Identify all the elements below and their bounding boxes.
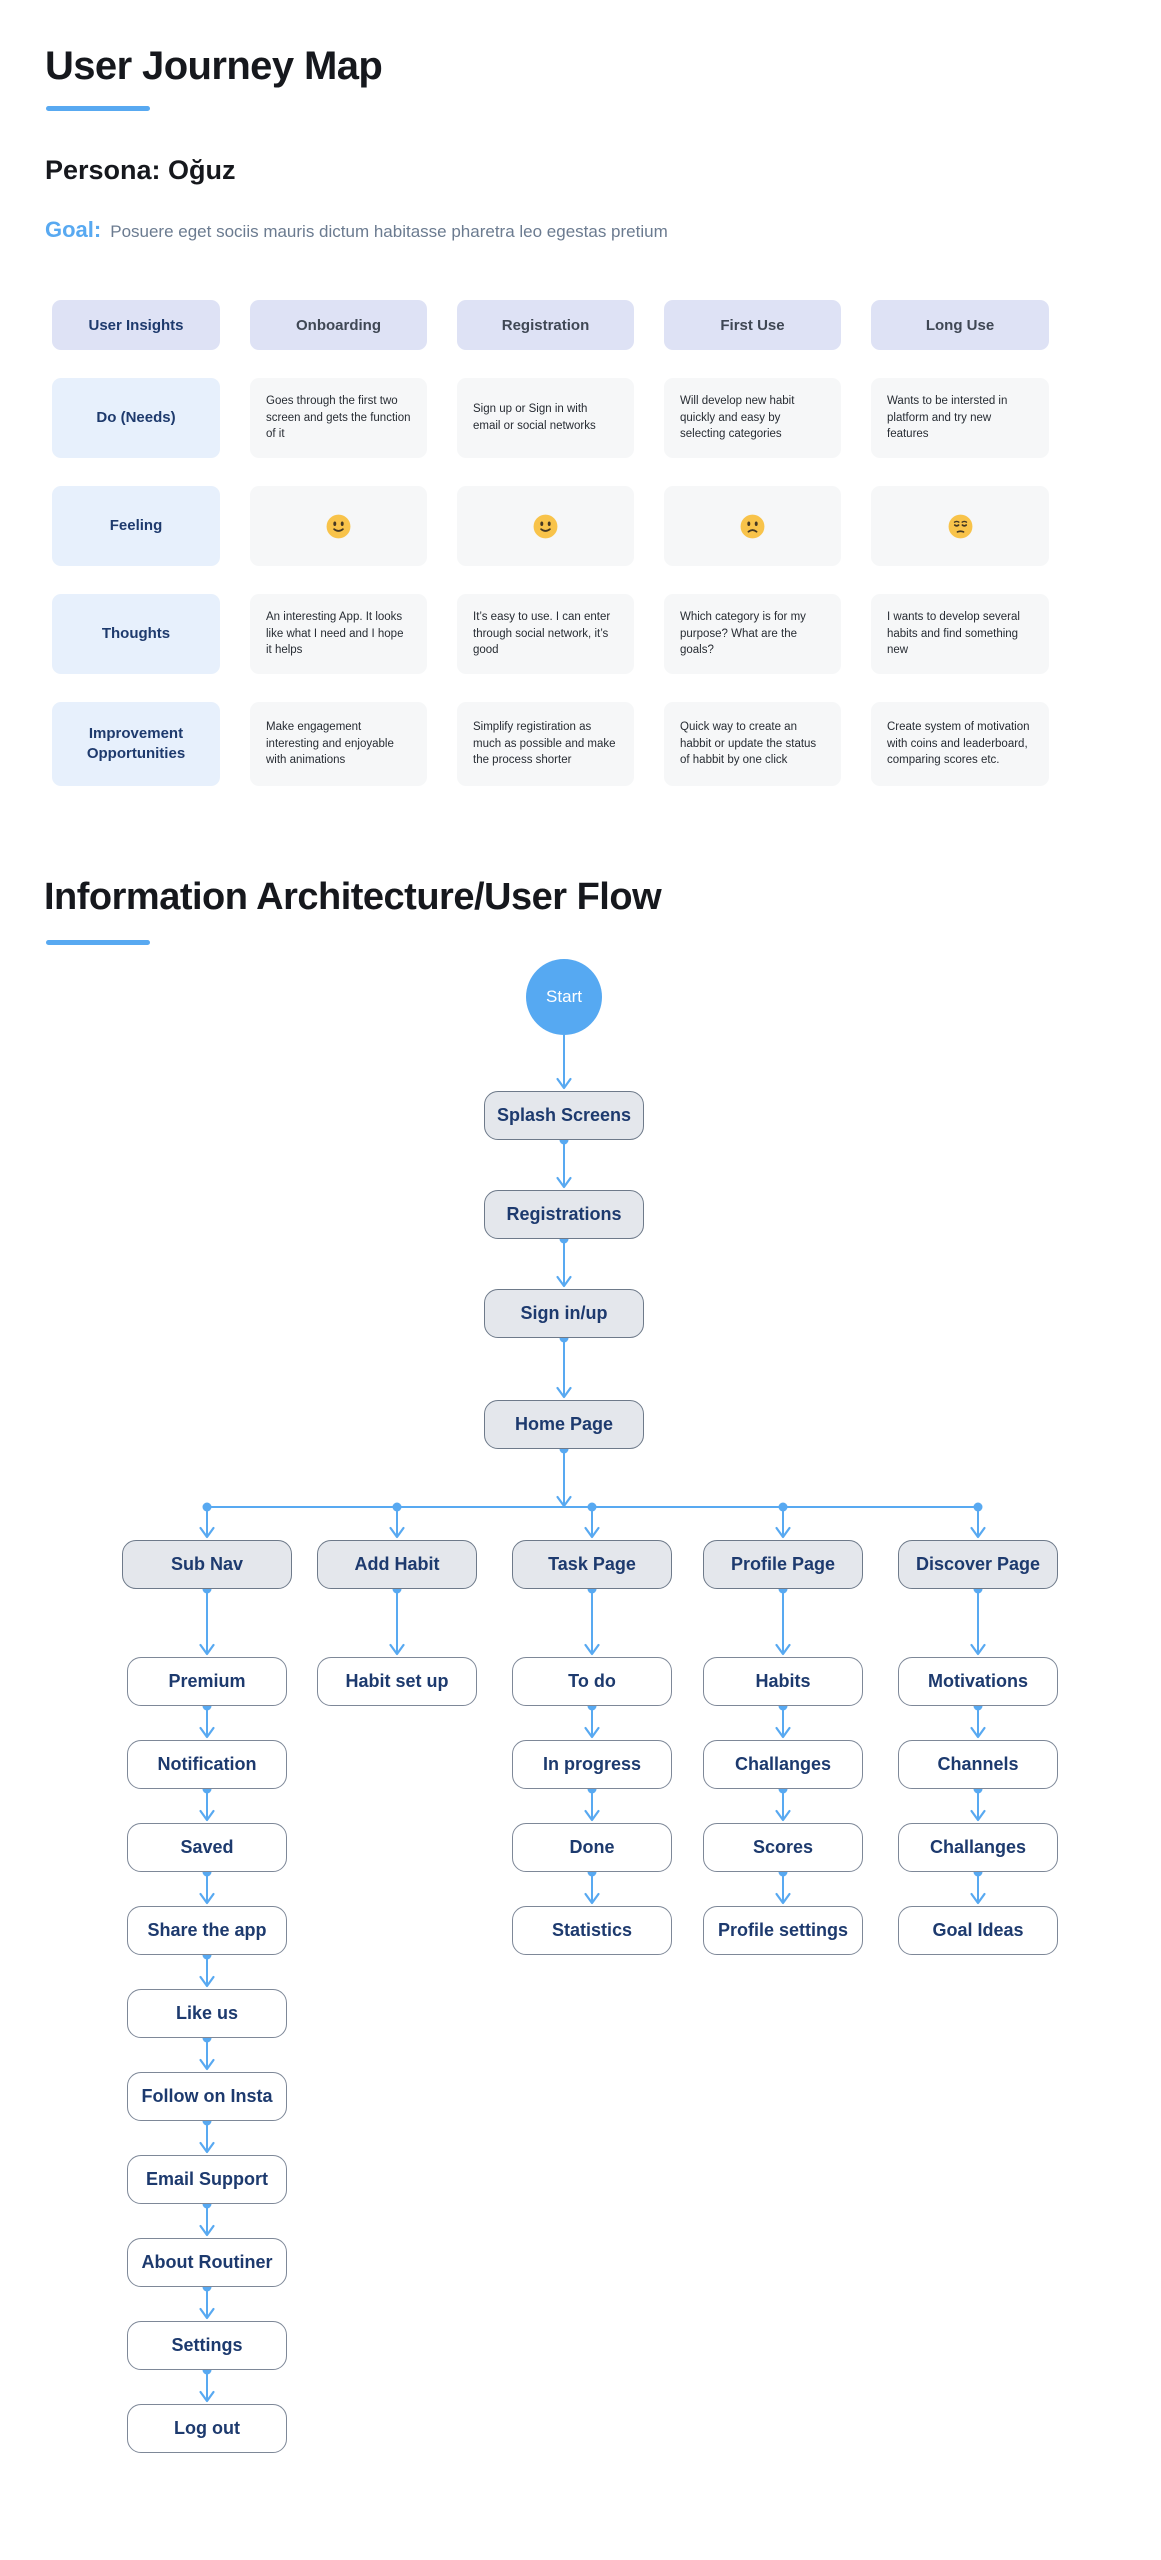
journey-row-label-feeling: Feeling <box>52 486 220 566</box>
title-underline <box>46 106 150 111</box>
flow-node-home-page: Home Page <box>484 1400 644 1449</box>
flow-node-sign-in-up: Sign in/up <box>484 1289 644 1338</box>
journey-map-table: User Insights Onboarding Registration Fi… <box>52 300 1049 786</box>
flow-node-to-do: To do <box>512 1657 672 1706</box>
flow-node-task-page: Task Page <box>512 1540 672 1589</box>
journey-cell-improvement-registration: Simplify registiration as much as possib… <box>457 702 634 786</box>
persona-heading: Persona: Oğuz <box>45 155 236 185</box>
flow-node-habits: Habits <box>703 1657 863 1706</box>
flow-node-like-us: Like us <box>127 1989 287 2038</box>
journey-cell-thoughts-registration: It’s easy to use. I can enter through so… <box>457 594 634 674</box>
journey-header-user-insights: User Insights <box>52 300 220 350</box>
emoji-pensive-icon <box>871 486 1049 566</box>
flow-node-notification: Notification <box>127 1740 287 1789</box>
section2-underline <box>46 940 150 945</box>
journey-cell-do-onboarding: Goes through the first two screen and ge… <box>250 378 427 458</box>
flow-node-follow-on-insta: Follow on Insta <box>127 2072 287 2121</box>
flow-node-challanges-profile: Challanges <box>703 1740 863 1789</box>
flow-node-email-support: Email Support <box>127 2155 287 2204</box>
goal-label: Goal: <box>45 217 102 242</box>
flow-node-premium: Premium <box>127 1657 287 1706</box>
goal-text: Posuere eget sociis mauris dictum habita… <box>110 222 668 241</box>
goal-line: Goal: Posuere eget sociis mauris dictum … <box>45 217 668 243</box>
emoji-slightly-smiling-icon <box>457 486 634 566</box>
flow-node-settings: Settings <box>127 2321 287 2370</box>
flow-node-motivations: Motivations <box>898 1657 1058 1706</box>
journey-header-long-use: Long Use <box>871 300 1049 350</box>
journey-cell-do-long-use: Wants to be intersted in platform and tr… <box>871 378 1049 458</box>
flow-node-challanges-discover: Challanges <box>898 1823 1058 1872</box>
journey-cell-improvement-first-use: Quick way to create an habbit or update … <box>664 702 841 786</box>
flow-node-sub-nav: Sub Nav <box>122 1540 292 1589</box>
journey-cell-thoughts-first-use: Which category is for my purpose? What a… <box>664 594 841 674</box>
section2-title: Information Architecture/User Flow <box>44 876 662 918</box>
journey-row-label-thoughts: Thoughts <box>52 594 220 674</box>
journey-cell-improvement-onboarding: Make engagement interesting and enjoyabl… <box>250 702 427 786</box>
flow-node-scores: Scores <box>703 1823 863 1872</box>
flow-node-splash-screens: Splash Screens <box>484 1091 644 1140</box>
flow-node-done: Done <box>512 1823 672 1872</box>
flow-node-saved: Saved <box>127 1823 287 1872</box>
flow-node-habit-set-up: Habit set up <box>317 1657 477 1706</box>
flow-node-statistics: Statistics <box>512 1906 672 1955</box>
page-title: User Journey Map <box>45 44 383 88</box>
emoji-frowning-icon <box>664 486 841 566</box>
flow-node-registrations: Registrations <box>484 1190 644 1239</box>
journey-header-first-use: First Use <box>664 300 841 350</box>
journey-header-registration: Registration <box>457 300 634 350</box>
user-flow-diagram: Start Splash Screens Registrations Sign … <box>0 940 1161 2560</box>
flow-node-add-habit: Add Habit <box>317 1540 477 1589</box>
flow-node-discover-page: Discover Page <box>898 1540 1058 1589</box>
journey-cell-thoughts-onboarding: An interesting App. It looks like what I… <box>250 594 427 674</box>
flow-node-channels: Channels <box>898 1740 1058 1789</box>
flow-node-share-the-app: Share the app <box>127 1906 287 1955</box>
flow-node-in-progress: In progress <box>512 1740 672 1789</box>
journey-cell-improvement-long-use: Create system of motivation with coins a… <box>871 702 1049 786</box>
flow-node-profile-settings: Profile settings <box>703 1906 863 1955</box>
journey-cell-do-registration: Sign up or Sign in with email or social … <box>457 378 634 458</box>
flow-node-goal-ideas: Goal Ideas <box>898 1906 1058 1955</box>
emoji-slightly-smiling-icon <box>250 486 427 566</box>
journey-cell-thoughts-long-use: I wants to develop several habits and fi… <box>871 594 1049 674</box>
flow-node-profile-page: Profile Page <box>703 1540 863 1589</box>
flow-node-log-out: Log out <box>127 2404 287 2453</box>
journey-header-onboarding: Onboarding <box>250 300 427 350</box>
journey-row-label-do-needs: Do (Needs) <box>52 378 220 458</box>
flow-node-about-routiner: About Routiner <box>127 2238 287 2287</box>
journey-row-label-improvement: Improvement Opportunities <box>52 702 220 786</box>
journey-cell-do-first-use: Will develop new habit quickly and easy … <box>664 378 841 458</box>
flow-start-node: Start <box>526 959 602 1035</box>
